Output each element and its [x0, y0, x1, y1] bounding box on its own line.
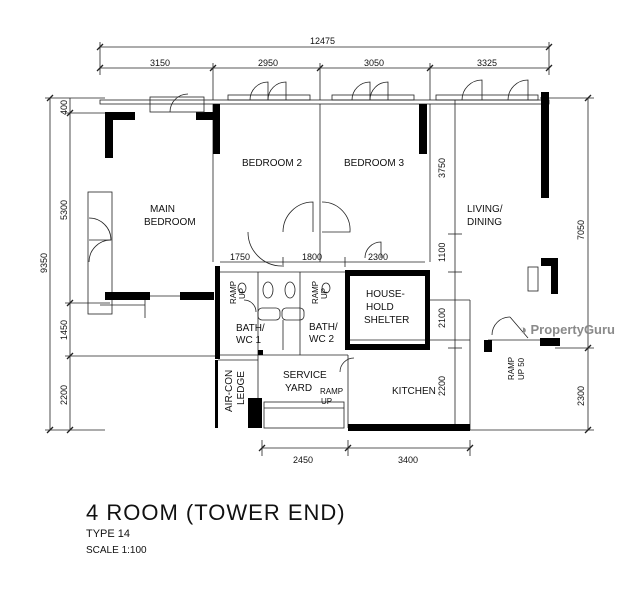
- dim-overall-width: 12475: [310, 36, 335, 46]
- bath-wc-1-label-1: BATH/: [236, 323, 265, 334]
- dim-left-2: 5300: [59, 200, 69, 220]
- kitchen-label: KITCHEN: [392, 386, 436, 397]
- service-yard-label-2: YARD: [285, 383, 312, 394]
- floor-trap-1: [237, 282, 247, 294]
- floor-trap-2: [321, 282, 331, 294]
- household-shelter-label-2: HOLD: [366, 302, 394, 313]
- plan-scale: SCALE 1:100: [86, 545, 147, 556]
- door-swings: [88, 79, 529, 373]
- bedroom-3-label: BEDROOM 3: [344, 158, 404, 169]
- main-bedroom-label-1: MAIN: [150, 204, 175, 215]
- service-yard-label-1: SERVICE: [283, 370, 327, 381]
- watermark: ◑ PropertyGuru: [519, 322, 615, 337]
- solid-walls: [105, 92, 560, 431]
- dim-vertical-3: 2100: [437, 308, 447, 328]
- dim-bottom-1: 2450: [293, 455, 313, 465]
- living-dining-label-1: LIVING/: [467, 204, 503, 215]
- ramp-bath-2-text-1: RAMP: [311, 281, 320, 304]
- plan-type: TYPE 14: [86, 528, 131, 540]
- watermark-icon: ◑: [519, 322, 527, 337]
- dimension-lines: [45, 42, 594, 456]
- toilet-2: [284, 281, 296, 299]
- household-shelter-label-3: SHELTER: [364, 315, 409, 326]
- bedroom-2-label: BEDROOM 2: [242, 158, 302, 169]
- watermark-text: PropertyGuru: [530, 322, 615, 337]
- bath-wc-2-label-1: BATH/: [309, 322, 338, 333]
- aircon-ledge-label-2: LEDGE: [236, 371, 247, 405]
- dimension-labels: 12475 3150 2950 3050 3325 9350 400 5300 …: [39, 36, 586, 465]
- ramp-bath-1-text-1: RAMP: [229, 281, 238, 304]
- dim-top-1: 3150: [150, 58, 170, 68]
- living-dining-label-2: DINING: [467, 217, 502, 228]
- dim-inner-3: 2300: [368, 252, 388, 262]
- dim-top-4: 3325: [477, 58, 497, 68]
- sanitary-fixtures: [237, 281, 331, 350]
- bath-wc-2-label-2: WC 2: [309, 334, 334, 345]
- ramp-labels: RAMP UP RAMP UP RAMP UP RAMP UP 50: [229, 281, 526, 406]
- ramp-bath-1-text-2: UP: [238, 288, 247, 299]
- dim-right-1: 7050: [576, 220, 586, 240]
- dim-inner-1: 1750: [230, 252, 250, 262]
- dim-top-2: 2950: [258, 58, 278, 68]
- ramp-living-text-2: UP 50: [517, 357, 526, 380]
- dim-inner-2: 1800: [302, 252, 322, 262]
- main-bedroom-label-2: BEDROOM: [144, 217, 196, 228]
- bath-wc-1-label-2: WC 1: [236, 335, 261, 346]
- aircon-ledge-label-1: AIR-CON: [224, 370, 235, 412]
- ramp-yard-text-1: RAMP: [320, 387, 343, 396]
- dim-vertical-1: 3750: [437, 158, 447, 178]
- dimension-ticks: [46, 43, 592, 452]
- dim-left-4: 2200: [59, 385, 69, 405]
- basin-2: [281, 307, 305, 321]
- household-shelter-label-1: HOUSE-: [366, 289, 405, 300]
- dim-left-3: 1450: [59, 320, 69, 340]
- dim-left-1: 400: [59, 100, 69, 115]
- dim-right-2: 2300: [576, 386, 586, 406]
- basin-1: [257, 307, 281, 321]
- dim-left-total: 9350: [39, 253, 49, 273]
- ramp-living-text-1: RAMP: [507, 357, 516, 380]
- dim-vertical-2: 1100: [437, 243, 447, 262]
- room-labels: MAIN BEDROOM BEDROOM 2 BEDROOM 3 LIVING/…: [144, 158, 503, 412]
- dim-vertical-4: 2200: [437, 376, 447, 396]
- toilet-1: [262, 281, 274, 299]
- ramp-bath-2-text-2: UP: [320, 288, 329, 299]
- dim-top-3: 3050: [364, 58, 384, 68]
- ramp-yard-text-2: UP: [321, 397, 332, 406]
- plan-title: 4 ROOM (TOWER END): [86, 500, 346, 525]
- dim-bottom-2: 3400: [398, 455, 418, 465]
